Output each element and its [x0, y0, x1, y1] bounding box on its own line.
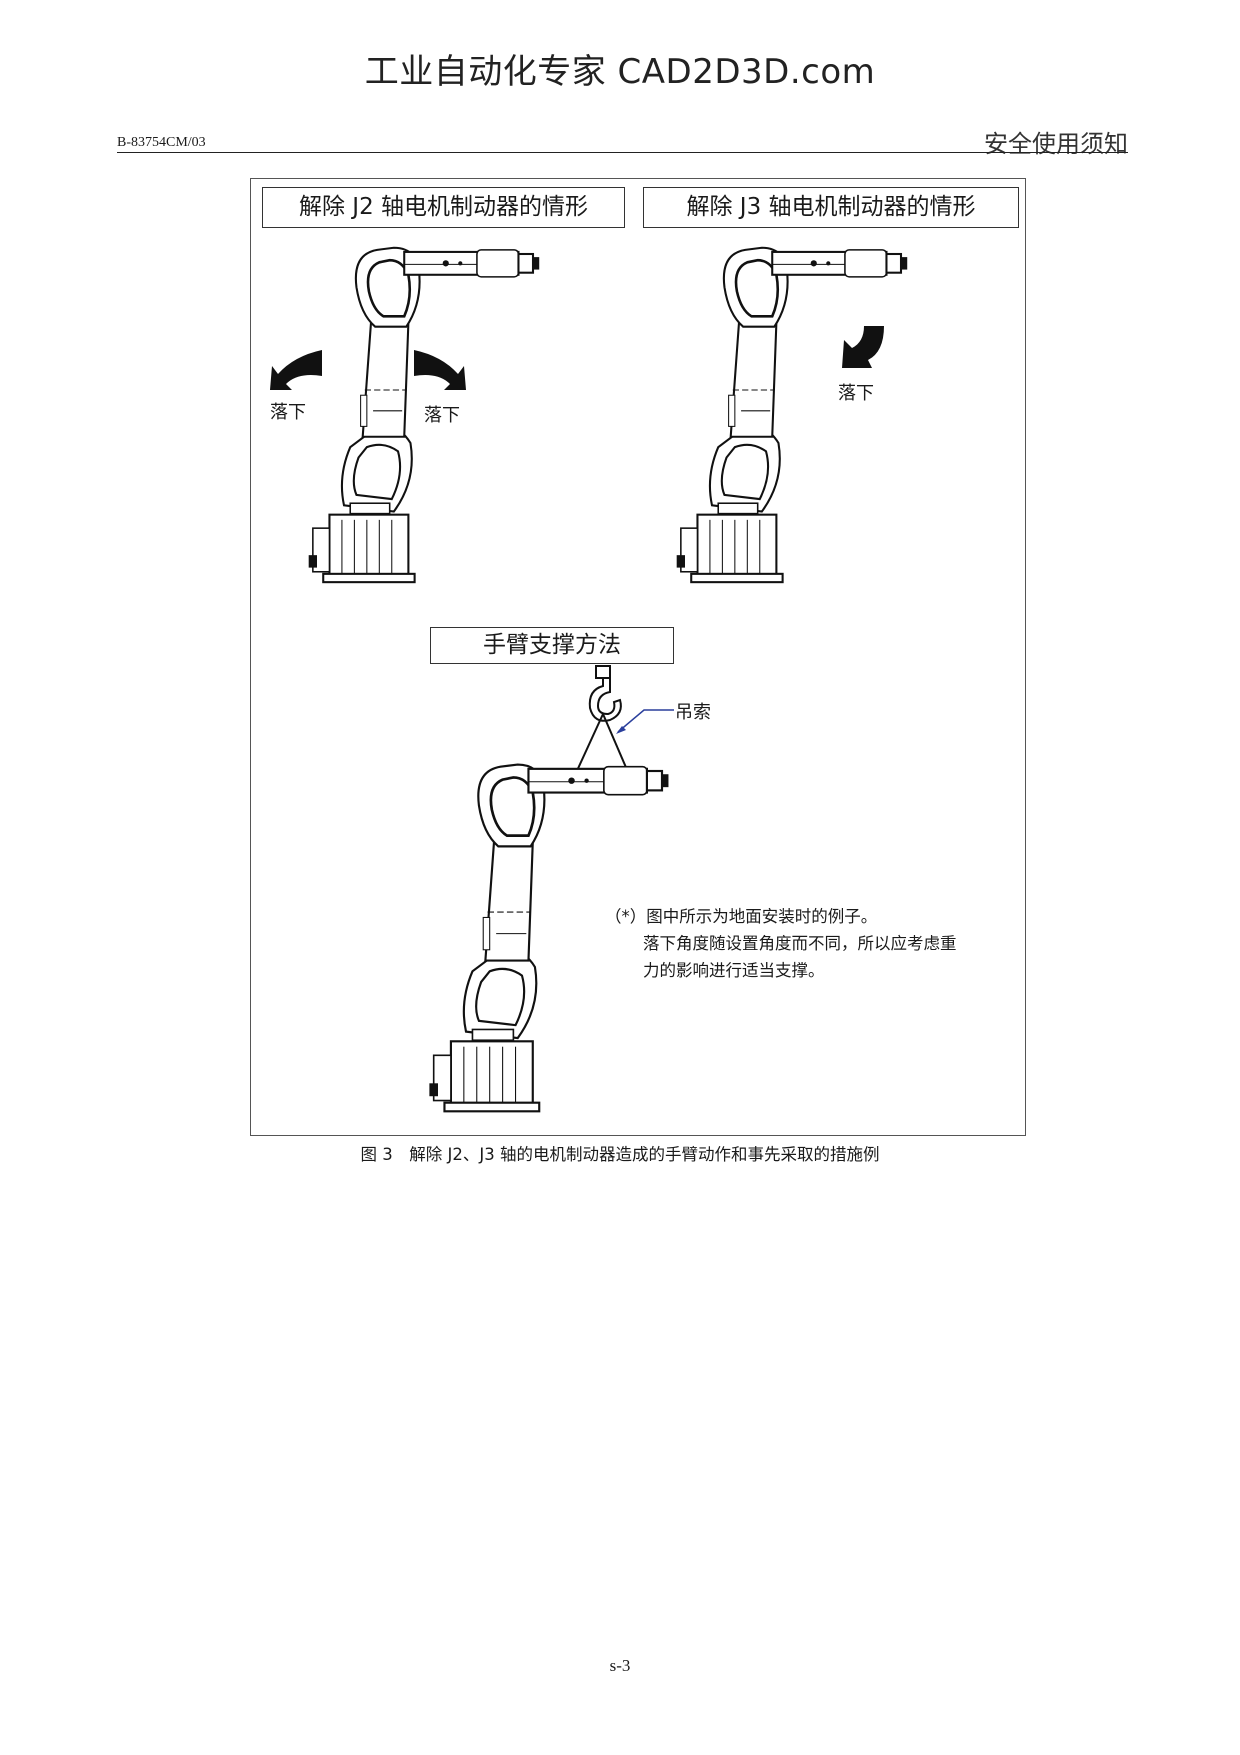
figure-frame: [250, 178, 1026, 1136]
fall-arrow-right-icon: [414, 350, 466, 390]
note-line-1: （*）图中所示为地面安装时的例子。: [605, 907, 878, 926]
robot-j3-illustration: [675, 246, 909, 584]
panel-support-title: 手臂支撑方法: [430, 627, 674, 664]
sling-label: 吊索: [675, 702, 711, 723]
note-line-2: 落下角度随设置角度而不同，所以应考虑重: [643, 934, 957, 953]
fall-label-right: 落下: [424, 405, 460, 426]
sling-leader-line: [616, 709, 674, 734]
section-title: 安全使用须知: [984, 130, 1128, 158]
fall-label-left: 落下: [270, 402, 306, 423]
crane-hook-icon: [588, 665, 622, 722]
header-rule: [117, 152, 1128, 153]
fall-arrow-left-icon: [270, 350, 322, 390]
panel-j2-title: 解除 J2 轴电机制动器的情形: [262, 187, 625, 228]
fall-arrow-down-icon: [842, 326, 884, 368]
figure-note: （*）图中所示为地面安装时的例子。 落下角度随设置角度而不同，所以应考虑重 力的…: [605, 903, 957, 984]
figure-caption: 图 3 解除 J2、J3 轴的电机制动器造成的手臂动作和事先采取的措施例: [360, 1145, 880, 1164]
fall-label-j3: 落下: [838, 383, 874, 404]
watermark-text: 工业自动化专家 CAD2D3D.com: [364, 52, 876, 92]
document-code: B-83754CM/03: [117, 135, 206, 150]
note-line-3: 力的影响进行适当支撑。: [643, 961, 825, 980]
page-number: s-3: [609, 1656, 631, 1675]
panel-j3-title: 解除 J3 轴电机制动器的情形: [643, 187, 1019, 228]
